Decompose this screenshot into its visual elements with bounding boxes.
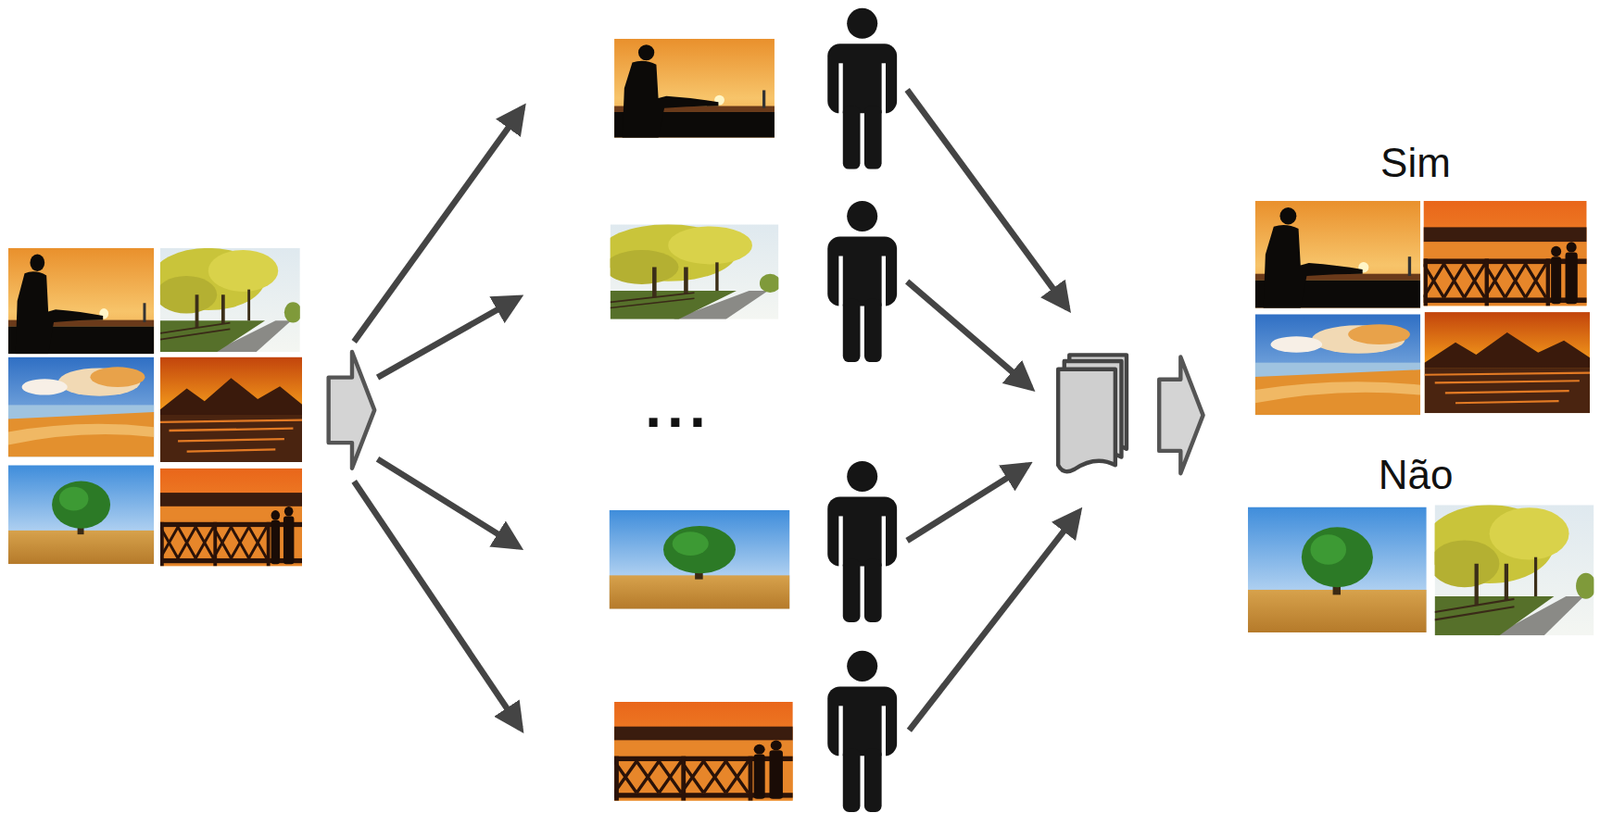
yes-photos: [1255, 201, 1590, 416]
distribution-arrows: [353, 108, 523, 730]
task-photos: [599, 38, 794, 802]
block-arrow: [1159, 357, 1203, 475]
worker-icons: [827, 8, 897, 813]
group-label: Não: [1378, 453, 1454, 498]
collection-arrows: [907, 89, 1079, 731]
block-arrow: [328, 352, 376, 469]
document-stack: [1058, 354, 1127, 472]
input-photos: [8, 248, 303, 567]
no-photos: [1247, 504, 1597, 636]
group-label: Sim: [1380, 140, 1451, 186]
ellipsis-label: ...: [644, 374, 711, 440]
